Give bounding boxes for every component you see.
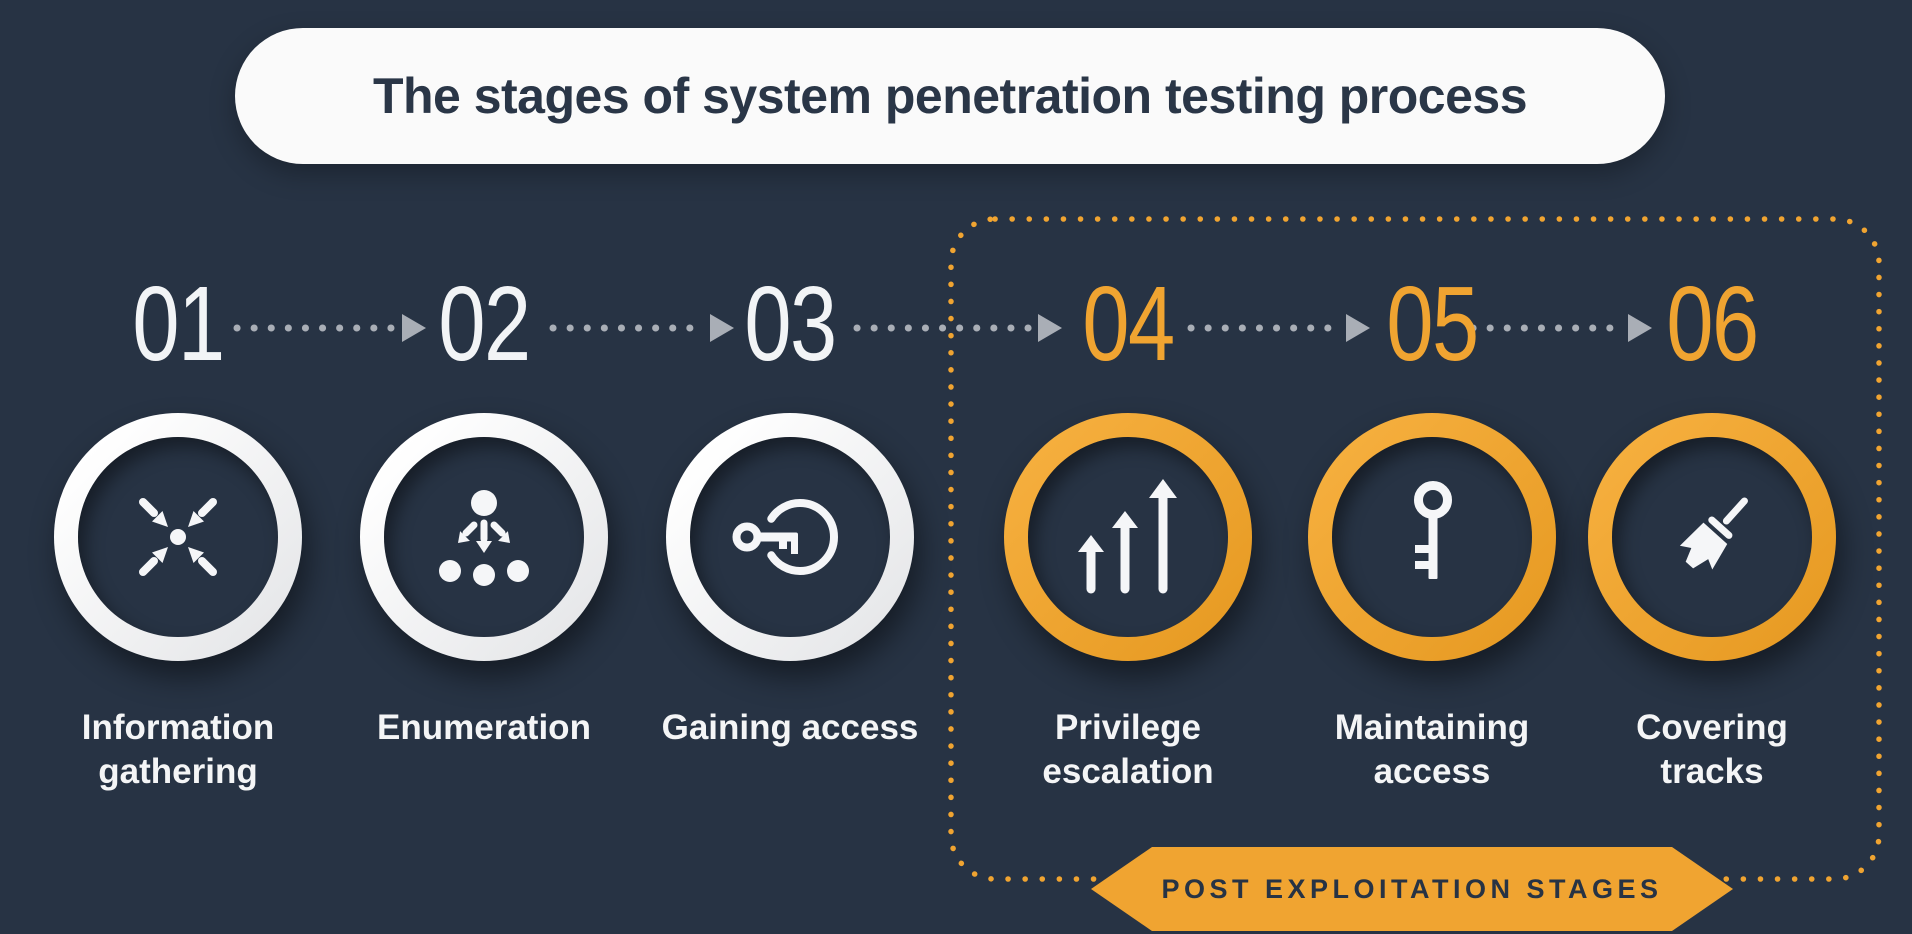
stage-circle xyxy=(1308,413,1556,661)
converge-arrows-icon xyxy=(139,498,217,576)
key-icon xyxy=(1414,481,1452,579)
stage-label: Covering tracks xyxy=(1636,708,1788,791)
stage-number: 03 xyxy=(744,265,837,383)
key-unlock-circle-icon xyxy=(732,499,838,575)
post-exploitation-banner: POST EXPLOITATION STAGES xyxy=(1091,847,1733,931)
stage-circle xyxy=(360,413,608,661)
enumeration-tree-icon xyxy=(439,490,529,586)
stage-06-covering-tracks: 06 Covering tracks xyxy=(1532,265,1892,794)
page-title: The stages of system penetration testing… xyxy=(372,68,1528,124)
stage-label: Privilege escalation xyxy=(1042,708,1214,791)
stage-label: Enumeration xyxy=(377,708,591,747)
broom-icon xyxy=(1679,497,1748,570)
stage-04-privilege-escalation: 04 Privilege escalation xyxy=(948,265,1308,794)
stage-number: 02 xyxy=(438,265,531,383)
connector-arrow-2-3 xyxy=(549,314,734,342)
stage-03-gaining-access: 03 Gaining access xyxy=(610,265,970,750)
stage-02-enumeration: 02 Enumeration xyxy=(304,265,664,750)
stage-circle xyxy=(1588,413,1836,661)
stage-number: 01 xyxy=(132,265,225,383)
stage-label: Maintaining access xyxy=(1334,708,1530,791)
connector-arrow-3-4 xyxy=(853,314,1062,342)
connector-arrow-5-6 xyxy=(1469,314,1652,342)
post-exploitation-outline xyxy=(948,216,1882,882)
stage-number: 04 xyxy=(1082,265,1175,383)
connector-arrow-1-2 xyxy=(233,314,426,342)
connector-arrow-4-5 xyxy=(1187,314,1370,342)
stage-circle xyxy=(1004,413,1252,661)
stage-circle xyxy=(666,413,914,661)
stage-05-maintaining-access: 05 Maintaining access xyxy=(1252,265,1612,794)
stage-number: 06 xyxy=(1666,265,1759,383)
post-exploitation-banner-label: POST EXPLOITATION STAGES xyxy=(1161,873,1663,904)
stage-circle xyxy=(54,413,302,661)
title-banner: The stages of system penetration testing… xyxy=(235,28,1665,164)
stage-label: Information gathering xyxy=(81,708,275,791)
ascending-arrows-icon xyxy=(1078,479,1177,594)
stage-01-information-gathering: 01 Information gathering xyxy=(0,265,358,794)
stage-label: Gaining access xyxy=(661,708,919,747)
stage-number: 05 xyxy=(1386,265,1479,383)
